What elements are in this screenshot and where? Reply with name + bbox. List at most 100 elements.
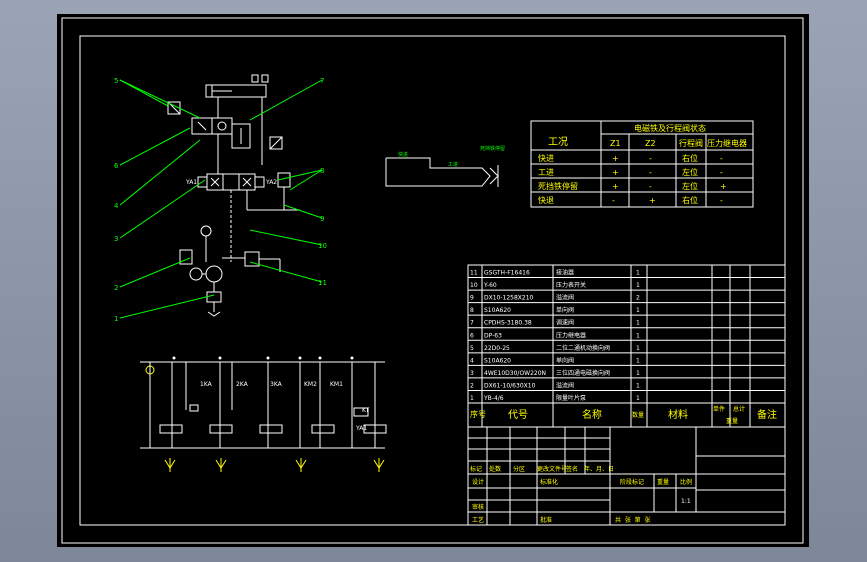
status-row-3-z2: -: [649, 182, 652, 191]
bom-cell-name: 压力表开关: [556, 281, 586, 289]
relay-label-4: KM2: [304, 381, 317, 388]
bom-cell-qty: 1: [636, 270, 640, 277]
callout-right-2: 8: [320, 167, 324, 175]
bom-cell-name: 二位二通机动换向阀: [556, 344, 610, 352]
bom-cell-no: 3: [470, 370, 474, 377]
bom-cell-no: 7: [470, 320, 474, 327]
motion-diagram: 快进 工进 死挡铁停留: [385, 145, 505, 187]
callout-right-4: 10: [318, 242, 327, 250]
bom-cell-name: 单向阀: [556, 306, 574, 314]
title-sheets: 共 张 第 张: [615, 516, 650, 524]
bom-cell-name: 三位四通电磁换向阀: [556, 369, 610, 377]
bom-cell-no: 5: [470, 345, 474, 352]
bom-header-name: 名称: [582, 408, 602, 421]
callout-right-1: 7: [320, 77, 324, 85]
bom-cell-name: 溢流阀: [556, 381, 574, 389]
bom-cell-code: DX61-10/630X10: [484, 382, 536, 389]
bom-header-qty: 数量: [632, 411, 644, 419]
status-row-2-valve: 左位: [682, 167, 698, 177]
status-row-3-z1: +: [612, 182, 619, 191]
bom-cell-qty: 1: [636, 370, 640, 377]
title-label-date: 年、月、日: [584, 465, 614, 473]
bom-cell-no: 6: [470, 332, 474, 339]
bom-header-code: 代号: [508, 409, 528, 421]
bom-header: 序号 代号 名称 数量 材料 单件 总计 重量 备注: [470, 405, 777, 425]
title-label-zone: 分区: [513, 465, 525, 473]
callout-left-5: 2: [114, 284, 118, 292]
status-row-1-z2: -: [649, 154, 652, 163]
bom-cell-code: DP-63: [484, 332, 502, 339]
bom-cell-name: 调速阀: [556, 319, 574, 327]
relay-label-1: 1KA: [200, 381, 213, 388]
status-row-4-z1: -: [612, 196, 615, 205]
status-row-1-valve: 右位: [682, 153, 698, 163]
title-label-mark: 标记: [470, 465, 482, 473]
title-label-design: 设计: [472, 478, 484, 486]
title-label-standardize: 标准化: [540, 478, 558, 486]
bom-cell-no: 11: [470, 270, 478, 277]
status-row-4-z2: +: [649, 196, 656, 205]
bom-cell-qty: 1: [636, 320, 640, 327]
title-label-review: 审核: [472, 503, 484, 511]
relay-label-5: KM1: [330, 381, 343, 388]
solenoid-status-table: 电磁铁及行程阀状态 工况 Z1 Z2 行程阀 压力继电器 快进 + - 右位 -…: [530, 120, 754, 208]
valve-label-ya1: YA1: [185, 179, 197, 186]
drawing-sheet: [57, 14, 809, 547]
status-sub-header-pressure-relay: 压力继电器: [707, 138, 747, 148]
electric-circuit: 1KA 2KA 3KA KM2 KM1 KT YA1: [140, 356, 387, 472]
callout-right-3: 9: [320, 215, 324, 223]
status-sub-header-travel-valve: 行程阀: [679, 138, 703, 148]
bom-cell-name: 单向阀: [556, 356, 574, 364]
bom-cell-qty: 1: [636, 282, 640, 289]
motion-label-dead-stop: 死挡铁停留: [480, 145, 505, 152]
bom-header-material: 材料: [668, 408, 688, 421]
callout-right-5: 11: [318, 279, 327, 287]
bom-cell-qty: 1: [636, 332, 640, 339]
title-label-process: 工艺: [472, 516, 484, 524]
bom-header-no: 序号: [470, 409, 486, 419]
bom-cell-code: S10A620: [484, 357, 511, 364]
relay-label-3: 3KA: [270, 381, 283, 388]
title-label-weight: 重量: [657, 478, 669, 486]
bom-cell-name: 接油器: [556, 269, 574, 277]
title-label-stage-mark: 阶段标记: [620, 478, 644, 486]
bom-cell-name: 限量叶片泵: [556, 394, 586, 402]
bom-cell-qty: 1: [636, 382, 640, 389]
motion-label-work-feed: 工进: [448, 161, 458, 168]
status-row-1-relay: -: [720, 154, 723, 163]
callout-left-1: 5: [114, 77, 118, 85]
status-row-1-z1: +: [612, 154, 619, 163]
title-label-count: 处数: [489, 465, 501, 473]
callout-left-6: 1: [114, 315, 118, 323]
bom-cell-code: DX10-1258X210: [484, 295, 534, 302]
status-row-4-valve: 右位: [682, 195, 698, 205]
status-table-header-condition: 工况: [548, 136, 568, 148]
bom-cell-no: 8: [470, 307, 474, 314]
status-sub-header-z2: Z2: [645, 139, 656, 148]
bom-header-weight: 重量: [726, 417, 738, 425]
bom-cell-qty: 1: [636, 395, 640, 402]
relay-label-6: KT: [362, 407, 369, 414]
bom-header-unit-weight: 单件: [713, 405, 725, 413]
title-label-approve: 批准: [540, 516, 552, 524]
status-sub-header-z1: Z1: [610, 139, 621, 148]
title-scale-value: 1:1: [681, 498, 691, 505]
bom-cell-name: 压力继电器: [556, 331, 586, 339]
title-label-scale: 比例: [680, 478, 692, 486]
relay-label-7: YA1: [355, 425, 367, 432]
bom-cell-code: CPDHS-3180.38: [484, 320, 532, 327]
status-table-title: 电磁铁及行程阀状态: [634, 123, 706, 133]
bom-cell-code: YB-4/6: [483, 395, 504, 402]
bom-cell-qty: 1: [636, 307, 640, 314]
bom-header-remark: 备注: [757, 408, 777, 421]
valve-label-ya2: YA2: [265, 179, 277, 186]
status-row-2-name: 工进: [538, 168, 554, 177]
status-row-3-relay: +: [720, 182, 727, 191]
relay-label-2: 2KA: [236, 381, 249, 388]
callout-left-4: 3: [114, 235, 118, 243]
status-row-2-relay: -: [720, 168, 723, 177]
status-row-2-z1: +: [612, 168, 619, 177]
bom-cell-name: 溢流阀: [556, 294, 574, 302]
bom-cell-no: 2: [470, 382, 474, 389]
